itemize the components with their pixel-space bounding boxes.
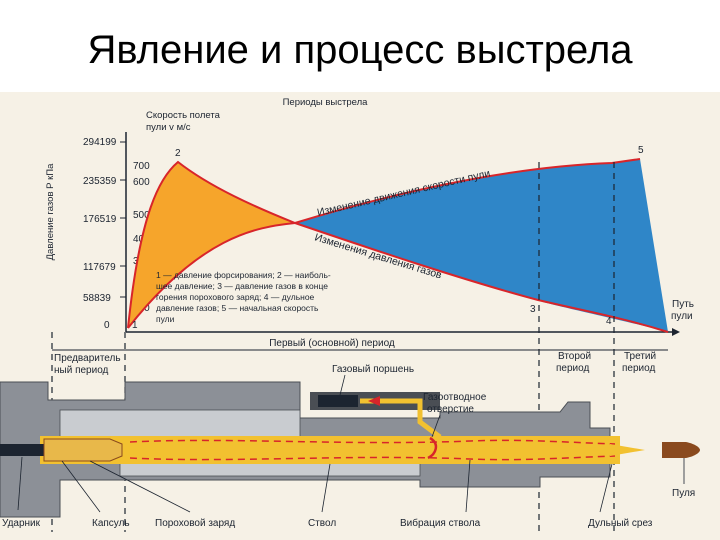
pressure-tick: 58839 (83, 293, 111, 304)
y-axis-tick-marks (120, 141, 126, 298)
barrel-bore (40, 436, 620, 464)
gas-vent-arc (427, 436, 438, 460)
rifle-label-leaders (17, 456, 685, 513)
gas-arrow (368, 396, 380, 406)
pressure-ticks: 294199 235359 176519 117679 58839 0 (83, 137, 117, 331)
gas-vent-label-1: Газоотводное (423, 392, 487, 403)
point-label: 3 (530, 304, 536, 315)
striker (0, 444, 44, 456)
period-second-label-1: Второй (558, 351, 591, 362)
muzzle-flash (610, 444, 645, 456)
legend-line: шее давление; 3 — давление газов в конце (156, 281, 328, 291)
x-axis-title-2: пули (671, 311, 693, 322)
pressure-axis-title: Давление газов Р кПа (45, 163, 56, 260)
periods-title: Периоды выстрела (283, 97, 369, 108)
pressure-tick: 0 (104, 320, 110, 331)
chart-points: 1 2 3 4 5 (132, 145, 644, 331)
velocity-curve (127, 158, 641, 329)
period-first-label: Первый (основной) период (269, 338, 395, 349)
slide-title: Явление и процесс выстрела (87, 28, 633, 72)
pressure-tick: 176519 (83, 214, 117, 225)
rifle-upper-panel (59, 409, 301, 441)
point-label: 2 (175, 148, 181, 159)
x-axis-arrow (672, 328, 680, 336)
period-third-label-1: Третий (624, 351, 656, 362)
legend-line: давление газов; 5 — начальная скорость (156, 303, 319, 313)
gas-vent-label-2: отверстие (427, 404, 474, 415)
cartridge (43, 438, 123, 462)
barrel-vibration-label: Вибрация ствола (400, 517, 481, 529)
period-preliminary-label-2: ный период (54, 365, 109, 376)
legend-line: горения порохового заряд; 4 — дульное (156, 292, 315, 302)
point-label: 1 (132, 320, 138, 331)
velocity-tick: 600 (133, 177, 150, 188)
bullet-label: Пуля (672, 488, 695, 499)
barrel-label: Ствол (308, 518, 336, 529)
gas-piston-label: Газовый поршень (332, 364, 414, 375)
legend-line: 1 — давление форсирования; 2 — наиболь- (156, 270, 331, 280)
x-axis-title-1: Путь (672, 299, 694, 310)
velocity-tick: 500 (133, 210, 150, 221)
shot-process-figure: Периоды выстрела Давление газов Р кПа Ск… (0, 92, 720, 540)
rifle-cross-section (0, 381, 700, 518)
period-preliminary-label-1: Предваритель (54, 353, 121, 364)
period-second-label-2: период (556, 363, 589, 374)
gas-path (360, 398, 442, 439)
barrel-vibration-upper (129, 439, 616, 445)
bullet-shape (662, 442, 700, 458)
pressure-tick: 117679 (83, 262, 116, 273)
gas-vent-leader (431, 414, 441, 438)
chart-legend: 1 — давление форсирования; 2 — наиболь- … (156, 270, 331, 324)
muzzle-label: Дульный срез (588, 518, 653, 529)
powder-charge-label: Пороховой заряд (155, 518, 235, 529)
gas-cylinder (318, 395, 358, 407)
gas-piston-leader (339, 374, 346, 396)
pressure-area (128, 162, 295, 328)
velocity-axis-title-2: пули v м/с (146, 122, 191, 133)
velocity-area (295, 159, 668, 332)
period-third-label-2: период (622, 363, 655, 374)
primer-label: Капсуль (92, 518, 130, 529)
velocity-axis-title-1: Скорость полета (146, 110, 221, 121)
point-label: 4 (606, 316, 612, 327)
legend-line: пули (156, 314, 175, 324)
striker-label: Ударник (2, 518, 41, 529)
pressure-tick: 294199 (83, 137, 117, 148)
point-label: 5 (638, 145, 644, 156)
barrel-vibration-lower (129, 455, 616, 461)
velocity-tick: 700 (133, 161, 150, 172)
pressure-tick: 235359 (83, 176, 117, 187)
